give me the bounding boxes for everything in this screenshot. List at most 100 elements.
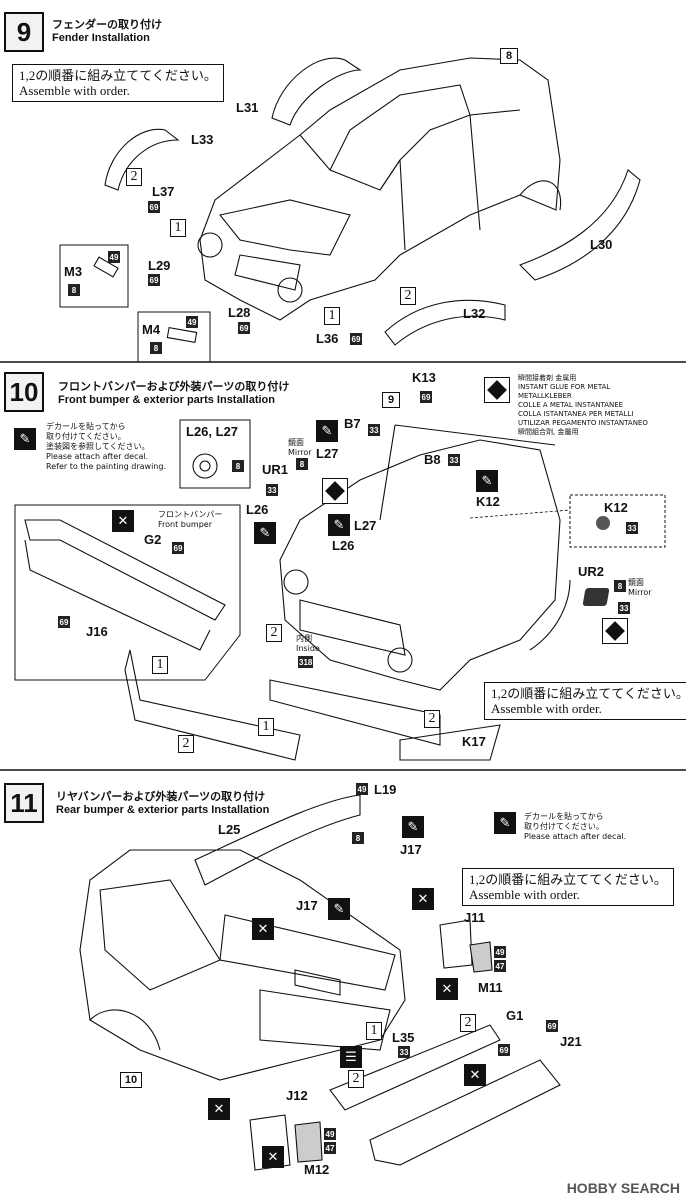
decal-attach-icon: ✎ [316, 420, 338, 442]
part-label-J12: J12 [286, 1088, 308, 1103]
part-label-L26-L27: L26, L27 [186, 424, 239, 439]
part-label-M11: M11 [478, 980, 503, 995]
order-mark-1: 1 [366, 1022, 382, 1040]
order-mark-2: 2 [348, 1070, 364, 1088]
fender-L32 [384, 299, 506, 346]
part-label-L29: L29 [148, 258, 171, 273]
step10-car-body [269, 424, 571, 761]
decal-attach-icon: ✎ [328, 514, 350, 536]
part-label-K12: K12 [476, 494, 500, 509]
part-label-L35: L35 [392, 1030, 415, 1045]
mirror-ur2-shape [582, 588, 610, 606]
mirror-note: 鏡面 Mirror [288, 438, 312, 457]
paint-code-49: 49 [356, 783, 368, 795]
instant-glue-icon [322, 478, 348, 504]
part-label-K12: K12 [604, 500, 628, 515]
no-glue-icon: ✕ [252, 918, 274, 940]
step9-car-body [197, 57, 562, 321]
part-label-J21: J21 [560, 1034, 582, 1049]
paint-code-8: 8 [296, 458, 308, 470]
order-note-step11: 1,2の順番に組み立ててください。 Assemble with order. [462, 868, 674, 906]
spoiler-L25 [194, 794, 361, 886]
order-mark-2: 2 [126, 168, 142, 186]
mirror-note: 鏡面 Mirror [628, 578, 652, 597]
order-note-en: Assemble with order. [469, 887, 580, 902]
part-label-M3: M3 [64, 264, 83, 279]
no-glue-icon: ✕ [436, 978, 458, 1000]
part-label-M12: M12 [304, 1162, 330, 1177]
paint-code-49: 49 [494, 946, 506, 958]
part-label-L27: L27 [316, 446, 339, 461]
part-label-L27: L27 [354, 518, 377, 533]
no-glue-icon: ✕ [112, 510, 134, 532]
paint-code-69: 69 [420, 391, 432, 403]
part-label-L26: L26 [246, 502, 269, 517]
paint-code-33: 33 [626, 522, 638, 534]
paint-code-69: 69 [148, 274, 160, 286]
part-label-G2: G2 [144, 532, 162, 547]
decal-note-step10: デカールを貼ってから 取り付けてください。 塗装図を参照してください。 Plea… [46, 422, 166, 471]
part-label-J17: J17 [296, 898, 318, 913]
part-label-L26: L26 [332, 538, 355, 553]
paint-code-33: 33 [266, 484, 278, 496]
paint-code-8: 8 [614, 580, 626, 592]
k12-part-icon [596, 516, 610, 530]
paint-code-69: 69 [238, 322, 250, 334]
part-label-K17: K17 [462, 734, 486, 749]
step-number-9: 9 [4, 12, 44, 52]
part-label-M4: M4 [142, 322, 161, 337]
step-number-11: 11 [4, 783, 44, 823]
part-label-L31: L31 [236, 100, 259, 115]
part-label-L28: L28 [228, 305, 251, 320]
paint-code-47: 47 [494, 960, 506, 972]
part-label-J11: J11 [464, 910, 485, 925]
step-9-title-jp: フェンダーの取り付け [52, 18, 162, 31]
no-glue-icon: ✕ [262, 1146, 284, 1168]
instant-glue-icon [484, 377, 510, 403]
order-note-jp: 1,2の順番に組み立ててください。 [491, 686, 686, 701]
order-note-step9: 1,2の順番に組み立ててください。 Assemble with order. [12, 64, 224, 102]
decal-attach-icon: ✎ [476, 470, 498, 492]
paint-code-8: 8 [150, 342, 162, 354]
glue-note: 瞬間接着剤 金属用 INSTANT GLUE FOR METAL METALLK… [518, 374, 648, 436]
instant-glue-icon [602, 618, 628, 644]
ref-step-box: 10 [120, 1072, 142, 1088]
paint-code-49: 49 [324, 1128, 336, 1140]
step-number-10: 10 [4, 372, 44, 412]
part-label-B8: B8 [424, 452, 441, 467]
fender-L30 [519, 169, 641, 281]
paint-code-47: 47 [324, 1142, 336, 1154]
part-label-J17: J17 [400, 842, 422, 857]
ref-step-box: 9 [382, 392, 400, 408]
decal-attach-icon: ✎ [14, 428, 36, 450]
paint-before-icon: ☰ [340, 1046, 362, 1068]
paint-code-33: 33 [618, 602, 630, 614]
order-mark-2: 2 [178, 735, 194, 753]
order-note-en: Assemble with order. [19, 83, 130, 98]
step11-car-body [79, 849, 406, 1081]
part-label-L30: L30 [590, 237, 613, 252]
order-mark-1: 1 [258, 718, 274, 736]
paint-code-49: 49 [186, 316, 198, 328]
part-label-L33: L33 [191, 132, 214, 147]
front-bumper-note: フロントバンパー Front bumper [158, 510, 223, 529]
order-mark-2: 2 [460, 1014, 476, 1032]
step-10-title-jp: フロントバンパーおよび外装パーツの取り付け [58, 380, 290, 393]
no-glue-icon: ✕ [412, 888, 434, 910]
paint-code-33: 33 [368, 424, 380, 436]
paint-code-69: 69 [350, 333, 362, 345]
paint-code-69: 69 [58, 616, 70, 628]
part-label-L25: L25 [218, 822, 241, 837]
fender-L33 [104, 128, 180, 191]
decal-attach-icon: ✎ [328, 898, 350, 920]
inside-note: 内側 Inside [296, 634, 320, 653]
paint-code-8: 8 [232, 460, 244, 472]
order-mark-1: 1 [170, 219, 186, 237]
part-label-L37: L37 [152, 184, 175, 199]
paint-code-49: 49 [108, 251, 120, 263]
paint-code-69: 69 [148, 201, 160, 213]
order-mark-2: 2 [266, 624, 282, 642]
paint-code-8: 8 [352, 832, 364, 844]
step-9-title-en: Fender Installation [52, 32, 150, 44]
